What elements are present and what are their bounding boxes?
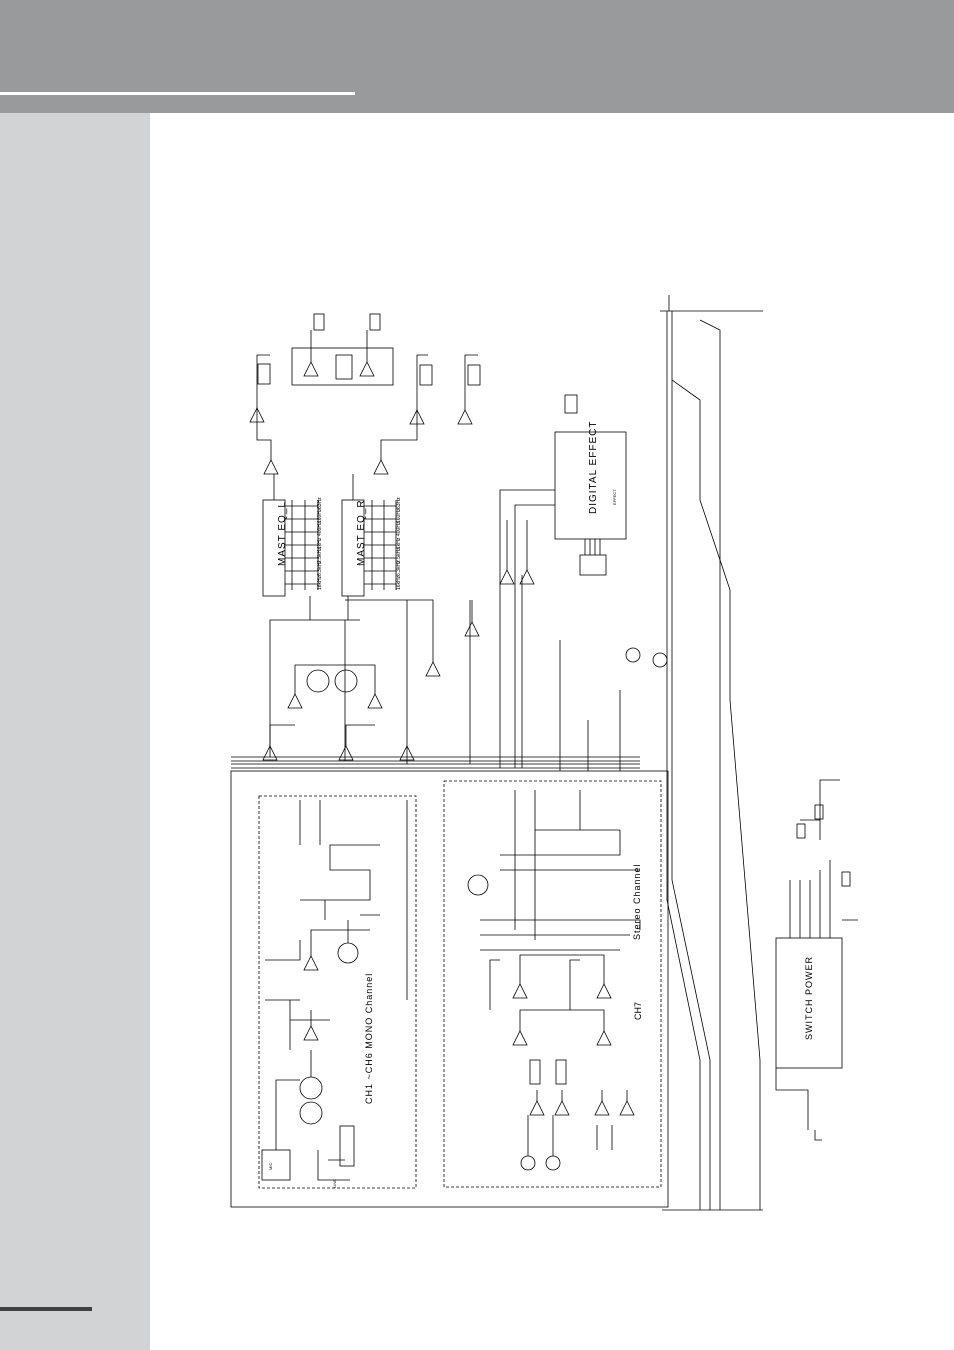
stereo-channel-frame xyxy=(443,780,662,1188)
power-bus-lines xyxy=(660,295,763,1211)
svg-text:6.3kHz: 6.3kHz xyxy=(317,560,323,576)
svg-text:160Hz: 160Hz xyxy=(396,508,402,523)
switch-power-label: SWITCH POWER xyxy=(804,956,814,1040)
effect-small-label: EFFECT xyxy=(612,489,617,505)
op-amps-master xyxy=(249,361,535,761)
svg-text:16kHz: 16kHz xyxy=(396,575,402,590)
mic-label: MIC xyxy=(268,1163,273,1170)
rca-jack-1 xyxy=(625,647,641,663)
rca-jack-3 xyxy=(520,1155,536,1171)
output-amp-chip xyxy=(335,354,353,380)
mast-eq-r-label: MAST EQ_R xyxy=(356,499,367,566)
output-jacks xyxy=(257,313,578,414)
line-label: LINE xyxy=(332,1179,337,1188)
digital-effect-box xyxy=(554,431,627,540)
rca-jack-4 xyxy=(545,1155,561,1171)
channel-frame xyxy=(230,770,669,1208)
effect-connector xyxy=(579,554,607,576)
switch-power-box xyxy=(775,937,843,1069)
stereo-channel-circuit xyxy=(467,790,641,1156)
mast-eq-l-label: MAST EQ_L xyxy=(277,501,288,566)
svg-text:1kHz: 1kHz xyxy=(317,537,323,549)
mono-channel-label: CH1 ~CH6 MONO Channel xyxy=(364,973,374,1104)
svg-text:63Hz: 63Hz xyxy=(317,497,323,509)
svg-text:1kHz: 1kHz xyxy=(396,537,402,549)
stereo-channel-label: Stereo Channel xyxy=(632,863,642,940)
eq-band-labels-r: 63Hz 160Hz 400Hz 1kHz 2.5kHz 6.3kHz 16kH… xyxy=(396,497,402,590)
svg-text:400Hz: 400Hz xyxy=(317,521,323,536)
transistor-r xyxy=(334,669,358,693)
svg-text:400Hz: 400Hz xyxy=(396,521,402,536)
page-marker-rule xyxy=(0,1307,92,1311)
power-wiring xyxy=(775,779,858,1141)
svg-text:63Hz: 63Hz xyxy=(396,497,402,509)
bus-risers xyxy=(269,489,555,768)
eq-band-labels-l: 63Hz 160Hz 400Hz 1kHz 2.5kHz 6.3kHz 16kH… xyxy=(317,497,323,590)
svg-text:2.5kHz: 2.5kHz xyxy=(396,547,402,563)
mono-channel-frame xyxy=(258,795,417,1189)
transistor-l xyxy=(306,669,330,693)
mono-channel-circuit xyxy=(261,800,408,1181)
rca-jack-2 xyxy=(652,652,668,668)
bus-lines xyxy=(231,756,640,769)
svg-text:6.3kHz: 6.3kHz xyxy=(396,560,402,576)
ch7-label: CH7 xyxy=(633,1002,643,1020)
mast-eq-l-sliders xyxy=(285,500,319,590)
svg-text:160Hz: 160Hz xyxy=(317,508,323,523)
header-rule xyxy=(0,92,355,95)
svg-text:16kHz: 16kHz xyxy=(317,575,323,590)
output-amp-box xyxy=(291,347,394,386)
mast-eq-r-sliders xyxy=(364,500,397,590)
sidebar-panel xyxy=(0,113,150,1350)
digital-effect-label: DIGITAL EFFECT xyxy=(588,421,599,514)
svg-text:2.5kHz: 2.5kHz xyxy=(317,547,323,563)
